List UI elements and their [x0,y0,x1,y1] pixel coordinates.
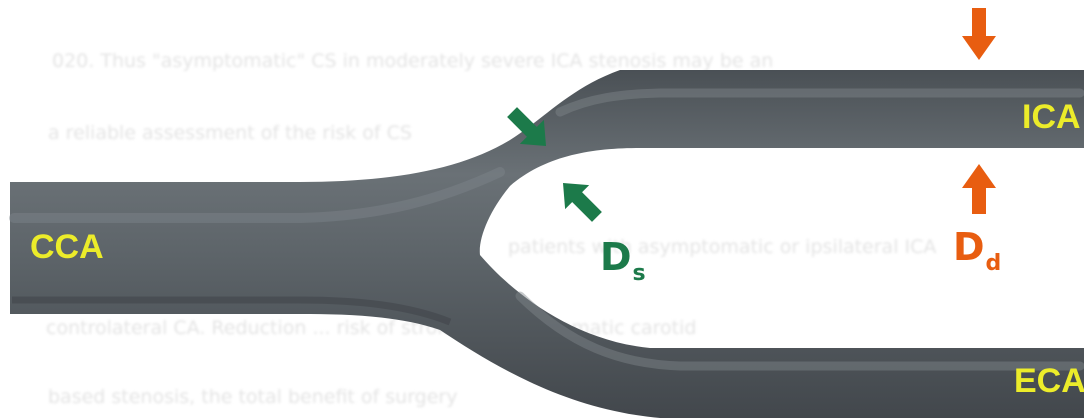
ds-label: Ds [600,238,646,285]
ds-label-main: D [600,235,632,279]
distal-arrow-upper [962,8,996,60]
ica-label: ICA [1022,100,1081,134]
cca-label: CCA [30,230,104,264]
dd-label-subscript: d [986,251,1002,276]
dd-label: Dd [953,228,1001,275]
eca-label: ECA [1014,364,1084,398]
ds-label-subscript: s [633,261,646,286]
dd-label-main: D [953,225,985,269]
distal-arrow-lower [962,164,996,214]
stenosis-arrow-lower [551,171,609,229]
